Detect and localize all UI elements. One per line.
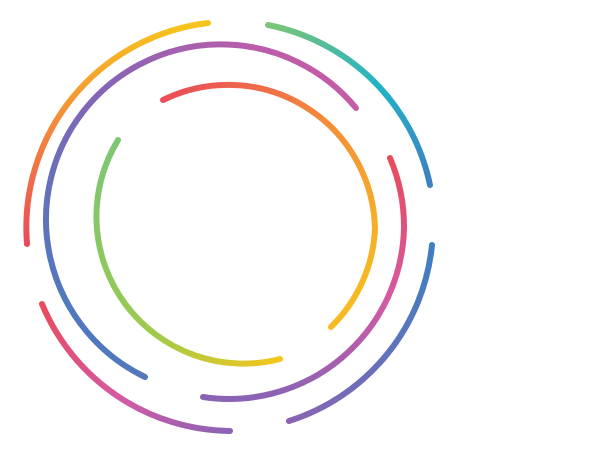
inner-ring-arc-left (93, 137, 283, 367)
middle-ring-arc-top-left (43, 41, 359, 380)
outer-ring-arc-bottom-right (286, 242, 435, 424)
outer-ring-arc-bottom-left (39, 301, 233, 434)
outer-ring-arc-left (23, 20, 211, 247)
middle-ring-arc-right (200, 155, 408, 402)
outer-ring-arc-top-right (265, 22, 433, 188)
inner-ring-arc-top (160, 81, 379, 330)
